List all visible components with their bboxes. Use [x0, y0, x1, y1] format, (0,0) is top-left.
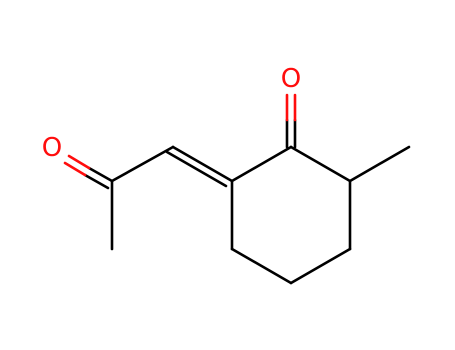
ring-bond-c3-c4 — [289, 247, 352, 285]
side-carbonyl-bond-a-oxygen — [67, 154, 91, 170]
exocyclic-double-bond-b — [165, 150, 228, 188]
chain-bond — [110, 145, 175, 183]
ring-bond-c1-c2 — [289, 145, 352, 183]
ring-oxygen-label: O — [281, 64, 301, 94]
exocyclic-double-bond-a — [171, 145, 234, 183]
side-carbonyl-bond-b — [83, 173, 110, 190]
side-oxygen-label: O — [42, 133, 62, 163]
ring-bond-c4-c5 — [230, 247, 293, 285]
side-carbonyl-bond-b-oxygen — [63, 161, 87, 177]
side-carbonyl-bond-a — [87, 166, 114, 183]
ring-bond-c6-c1 — [230, 145, 293, 183]
methyl-bond — [348, 145, 411, 183]
